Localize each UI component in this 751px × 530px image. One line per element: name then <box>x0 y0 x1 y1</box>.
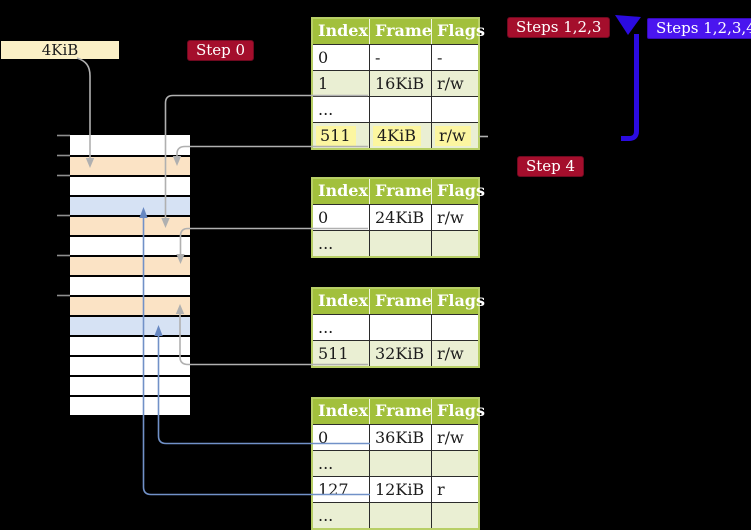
memory-frame-row <box>70 295 190 315</box>
cell-frame <box>369 502 431 528</box>
cell-frame: 36KiB <box>369 424 431 450</box>
cell-flags: r/w <box>431 340 478 366</box>
cell-frame: 24KiB <box>369 204 431 230</box>
cell-index: 1 <box>313 70 369 96</box>
header-flags: Flags <box>431 289 485 314</box>
cell-frame: 4KiB <box>369 122 431 148</box>
table-row-highlighted: 511 4KiB r/w <box>313 122 478 148</box>
cell-flags: r <box>431 476 478 502</box>
memory-frame-row <box>70 335 190 355</box>
loop-back-arrowhead <box>615 15 641 35</box>
table-row: 0 36KiB r/w <box>313 424 478 450</box>
cell-index: 511 <box>313 340 369 366</box>
cell-frame <box>369 314 431 340</box>
table-header: Index Frame Flags <box>313 399 485 424</box>
cell-frame: 16KiB <box>369 70 431 96</box>
loop-back-arrow-shaft <box>621 34 639 141</box>
highlight: 4KiB <box>373 126 422 146</box>
memory-frame-row <box>70 235 190 255</box>
header-index: Index <box>318 291 369 310</box>
cell-index: 127 <box>313 476 369 502</box>
table-row: 0 24KiB r/w <box>313 204 478 230</box>
table-row: ... <box>313 314 478 340</box>
highlight: r/w <box>435 126 471 146</box>
header-frame: Frame <box>369 289 432 314</box>
memory-frame-row <box>70 215 190 235</box>
memory-frame-row <box>70 255 190 275</box>
header-flags: Flags <box>431 179 485 204</box>
table-header: Index Frame Flags <box>313 179 485 204</box>
header-flags: Flags <box>431 19 485 44</box>
header-frame: Frame <box>369 179 432 204</box>
cell-flags <box>431 96 478 122</box>
page-table-4: Index Frame Flags 0 36KiB r/w ... 127 12… <box>311 397 485 530</box>
memory-frame-row <box>70 175 190 195</box>
table-header: Index Frame Flags <box>313 19 485 44</box>
header-frame: Frame <box>369 19 432 44</box>
step4-badge: Step 4 <box>517 156 585 177</box>
cell-index: ... <box>313 502 369 528</box>
cell-index: 511 <box>313 122 369 148</box>
cell-frame <box>369 450 431 476</box>
header-flags: Flags <box>431 399 485 424</box>
memory-frame-row <box>70 195 190 215</box>
table-row: 511 32KiB r/w <box>313 340 478 366</box>
steps123-badge: Steps 1,2,3 <box>507 17 611 38</box>
header-index: Index <box>318 21 369 40</box>
cell-frame: 32KiB <box>369 340 431 366</box>
table-row: 0 - - <box>313 44 478 70</box>
cell-index: 0 <box>313 44 369 70</box>
physical-memory-column <box>70 135 190 415</box>
header-frame: Frame <box>369 399 432 424</box>
cell-index: 0 <box>313 424 369 450</box>
steps1234-badge: Steps 1,2,3,4 <box>647 18 751 39</box>
table-header: Index Frame Flags <box>313 289 485 314</box>
cell-frame: 12KiB <box>369 476 431 502</box>
table-row: ... <box>313 450 478 476</box>
memory-frame-row <box>70 155 190 175</box>
cell-index: ... <box>313 96 369 122</box>
cell-flags <box>431 450 478 476</box>
cell-frame <box>369 230 431 256</box>
page-table-2: Index Frame Flags 0 24KiB r/w ... <box>311 177 485 258</box>
cell-flags: r/w <box>431 424 478 450</box>
memory-frame-row <box>70 315 190 335</box>
memory-frame-row <box>70 355 190 375</box>
cell-flags <box>431 230 478 256</box>
cell-flags: - <box>431 44 478 70</box>
frame-size-label: 4KiB <box>1 41 119 59</box>
cell-frame <box>369 96 431 122</box>
memory-frame-row <box>70 395 190 415</box>
cell-flags: r/w <box>431 204 478 230</box>
cell-flags <box>431 502 478 528</box>
memory-frame-row <box>70 135 190 155</box>
cell-flags <box>431 314 478 340</box>
table-row: ... <box>313 96 478 122</box>
memory-address-ticks <box>57 134 70 297</box>
table-row: ... <box>313 230 478 256</box>
cell-frame: - <box>369 44 431 70</box>
header-index: Index <box>318 181 369 200</box>
cell-flags: r/w <box>431 70 478 96</box>
cell-index: 0 <box>313 204 369 230</box>
table-row: ... <box>313 502 478 528</box>
cell-index: ... <box>313 450 369 476</box>
step0-badge: Step 0 <box>187 40 255 61</box>
memory-frame-row <box>70 275 190 295</box>
page-table-1: Index Frame Flags 0 - - 1 16KiB r/w ... … <box>311 17 485 150</box>
cell-flags: r/w <box>431 122 478 148</box>
cell-index: ... <box>313 230 369 256</box>
header-index: Index <box>318 401 369 420</box>
page-table-3: Index Frame Flags ... 511 32KiB r/w <box>311 287 485 368</box>
table-row: 127 12KiB r <box>313 476 478 502</box>
highlight: 511 <box>316 126 356 146</box>
table-row: 1 16KiB r/w <box>313 70 478 96</box>
memory-frame-row <box>70 375 190 395</box>
cell-index: ... <box>313 314 369 340</box>
